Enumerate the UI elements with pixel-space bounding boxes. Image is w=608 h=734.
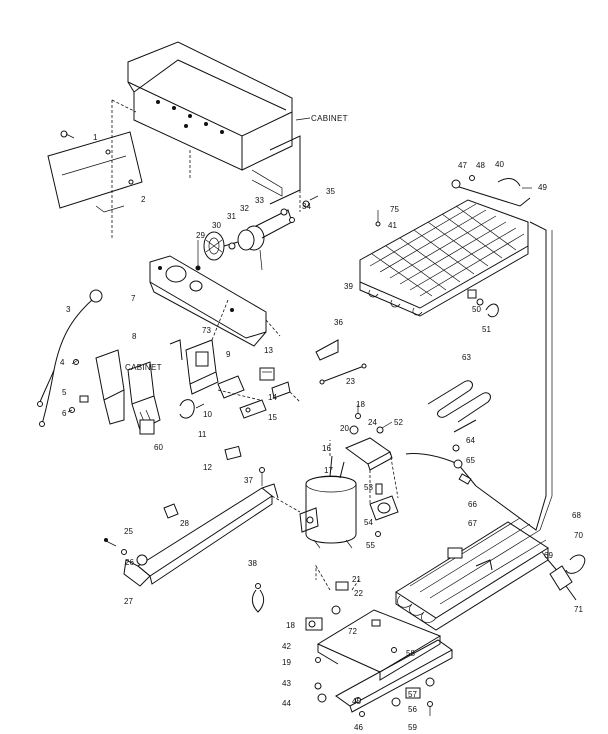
- wire-clip: [315, 339, 339, 361]
- part-29-label: 29: [196, 231, 205, 240]
- part-3-label: 3: [66, 305, 71, 314]
- part-33-label: 33: [255, 196, 264, 205]
- part-18b-label: 18: [286, 621, 295, 630]
- part-2-label: 2: [141, 195, 146, 204]
- fan-bracket: [149, 255, 281, 347]
- filter-drier: [541, 551, 586, 601]
- part-19-label: 19: [282, 658, 291, 667]
- cabinet-label-top: CABINET: [311, 114, 348, 123]
- part-51-label: 51: [482, 325, 491, 334]
- part-7-label: 7: [131, 294, 136, 303]
- part-10-label: 10: [203, 410, 212, 419]
- terminal-cover: [224, 445, 242, 461]
- part-45-label: 45: [352, 697, 361, 706]
- part-27-label: 27: [124, 597, 133, 606]
- evaporator-fan-assembly: [195, 195, 319, 271]
- control-housing: [95, 349, 161, 435]
- part-40-label: 40: [495, 160, 504, 169]
- part-4-label: 4: [60, 358, 65, 367]
- part-25-label: 25: [124, 527, 133, 536]
- part-46-label: 46: [354, 723, 363, 732]
- defrost-timer-cord: [37, 289, 103, 427]
- part-55-label: 55: [366, 541, 375, 550]
- evaporator-coil: [359, 175, 532, 318]
- part-59-label: 59: [408, 723, 417, 732]
- part-18-label: 18: [356, 400, 365, 409]
- part-65-label: 65: [466, 456, 475, 465]
- part-30-label: 30: [212, 221, 221, 230]
- valve-bracket-assembly: [344, 404, 399, 537]
- part-44-label: 44: [282, 699, 291, 708]
- part-12-label: 12: [203, 463, 212, 472]
- part-14-label: 14: [268, 393, 277, 402]
- part-35-label: 35: [326, 187, 335, 196]
- part-47-label: 47: [458, 161, 467, 170]
- part-70-label: 70: [574, 531, 583, 540]
- part-39-label: 39: [344, 282, 353, 291]
- part-31-label: 31: [227, 212, 236, 221]
- part-32-label: 32: [240, 204, 249, 213]
- part-11-label: 11: [198, 430, 207, 439]
- part-63-label: 63: [462, 353, 471, 362]
- part-66-label: 66: [468, 500, 477, 509]
- part-20-label: 20: [340, 424, 349, 433]
- condenser-coil: [395, 517, 549, 631]
- part-17-label: 17: [324, 466, 333, 475]
- part-number-labels: 1 2 3 4 5 6 7 8 9 10 11 12 13 14 15 16 1…: [60, 133, 583, 732]
- part-53-label: 53: [364, 483, 373, 492]
- part-6-label: 6: [62, 409, 67, 418]
- part-38-label: 38: [248, 559, 257, 568]
- part-13-label: 13: [264, 346, 273, 355]
- part-41-label: 41: [388, 221, 397, 230]
- part-42-label: 42: [282, 642, 291, 651]
- part-67-label: 67: [468, 519, 477, 528]
- part-68-label: 68: [572, 511, 581, 520]
- part-23-label: 23: [346, 377, 355, 386]
- condenser-frame: [251, 564, 453, 717]
- part-21-label: 21: [352, 575, 361, 584]
- part-60-label: 60: [154, 443, 163, 452]
- condenser-tubing: [405, 380, 491, 487]
- part-26-label: 26: [125, 558, 134, 567]
- part-22-label: 22: [354, 589, 363, 598]
- wire-harness: [321, 365, 365, 383]
- part-5-label: 5: [62, 388, 67, 397]
- part-34-label: 34: [302, 202, 311, 211]
- part-54-label: 54: [364, 518, 373, 527]
- part-48-label: 48: [476, 161, 485, 170]
- compressor: [299, 440, 357, 549]
- part-71-label: 71: [574, 605, 583, 614]
- part-72-label: 72: [348, 627, 357, 636]
- part-36-label: 36: [334, 318, 343, 327]
- defrost-timer-assembly: [169, 299, 245, 419]
- part-43-label: 43: [282, 679, 291, 688]
- part-37-label: 37: [244, 476, 253, 485]
- part-58-label: 58: [406, 649, 415, 658]
- part-24-label: 24: [368, 418, 377, 427]
- heat-exchanger-tube: [475, 221, 547, 531]
- part-28-label: 28: [180, 519, 189, 528]
- compressor-base-rail: [103, 467, 301, 587]
- part-73-label: 73: [202, 326, 211, 335]
- cabinet-tray: [127, 41, 311, 205]
- part-52-label: 52: [394, 418, 403, 427]
- part-75-label: 75: [390, 205, 399, 214]
- part-69-label: 69: [544, 551, 553, 560]
- part-15-label: 15: [268, 413, 277, 422]
- part-50-label: 50: [472, 305, 481, 314]
- part-16-label: 16: [322, 444, 331, 453]
- evaporator-cover-panel: [47, 130, 143, 213]
- part-49-label: 49: [538, 183, 547, 192]
- part-9-label: 9: [226, 350, 231, 359]
- part-56-label: 56: [408, 705, 417, 714]
- part-57-label: 57: [408, 690, 417, 699]
- relay-overload: [217, 367, 301, 419]
- cabinet-label-left: CABINET: [125, 363, 162, 372]
- part-1-label: 1: [93, 133, 98, 142]
- part-8-label: 8: [132, 332, 137, 341]
- part-64-label: 64: [466, 436, 475, 445]
